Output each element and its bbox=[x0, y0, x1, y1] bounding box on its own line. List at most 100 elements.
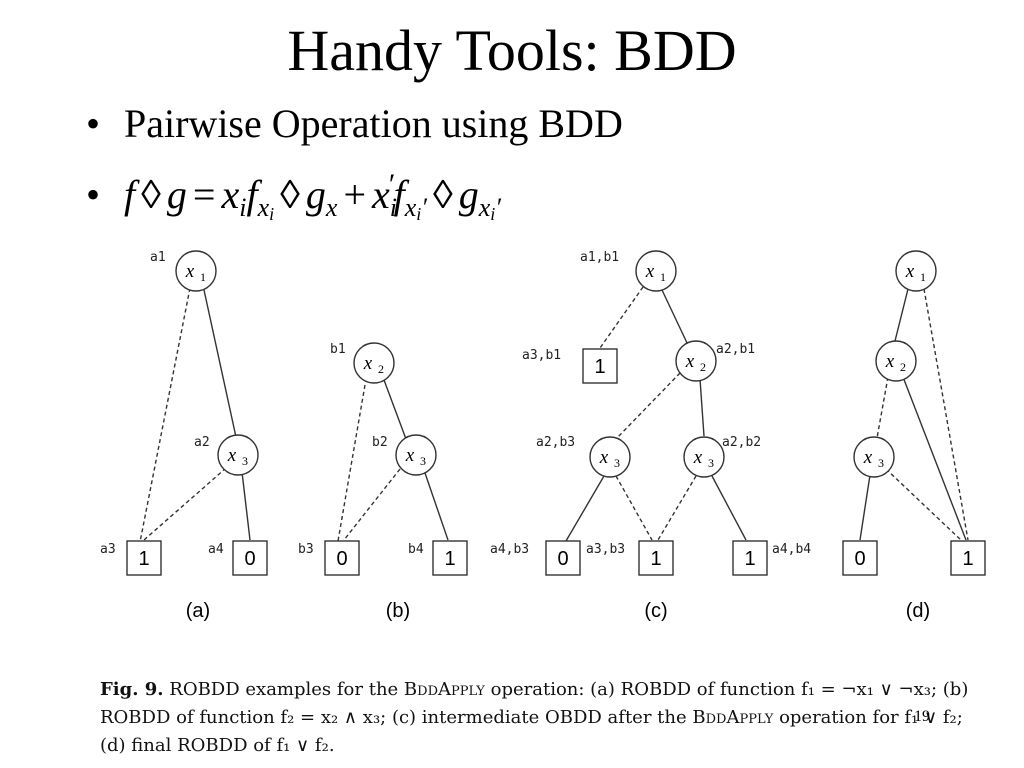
node-annotation: a3,b3 bbox=[586, 542, 625, 557]
edge-solid bbox=[661, 289, 689, 346]
bdd-terminal: 0 bbox=[324, 540, 360, 576]
panel-labels: (a)(b)(c)(d) bbox=[186, 600, 930, 622]
figure-caption: Fig. 9. ROBDD examples for the BddApply … bbox=[100, 676, 980, 760]
node-annotation: b1 bbox=[330, 342, 346, 357]
edge-dashed bbox=[616, 372, 681, 439]
panel-label: (c) bbox=[644, 600, 667, 622]
node-annotation: a2 bbox=[194, 435, 210, 450]
edge-dashed bbox=[876, 376, 889, 439]
figure-number: Fig. 9. bbox=[100, 679, 164, 700]
operation-name: BddApply bbox=[403, 679, 485, 700]
edge-solid bbox=[859, 474, 871, 541]
edge-dashed bbox=[599, 286, 644, 349]
edge-solid bbox=[711, 475, 747, 541]
node-circle bbox=[635, 250, 677, 292]
caption-text: ROBDD examples for the bbox=[169, 679, 399, 700]
terminal-box bbox=[842, 540, 878, 576]
bdd-terminal: 1 bbox=[950, 540, 986, 576]
node-subscript: 2 bbox=[700, 360, 706, 374]
edge-dashed bbox=[343, 468, 401, 541]
node-annotation: b3 bbox=[298, 542, 314, 557]
edge-dashed bbox=[657, 475, 697, 541]
edge-solid bbox=[699, 378, 705, 437]
bdd-terminal: 1 bbox=[732, 540, 768, 576]
node-variable: x bbox=[693, 447, 703, 468]
bdd-terminal: 1 bbox=[432, 540, 468, 576]
panel-label: (a) bbox=[186, 600, 210, 622]
node-annotation: a2,b1 bbox=[716, 342, 755, 357]
node-variable: x bbox=[645, 261, 655, 282]
terminal-box bbox=[432, 540, 468, 576]
terminal-box bbox=[950, 540, 986, 576]
page-number: 19 bbox=[914, 708, 930, 725]
node-circle bbox=[675, 340, 717, 382]
node-subscript: 3 bbox=[242, 454, 248, 468]
node-variable: x bbox=[905, 261, 915, 282]
node-subscript: 2 bbox=[900, 360, 906, 374]
bdd-terminal: 0 bbox=[232, 540, 268, 576]
node-annotation: a1,b1 bbox=[580, 250, 619, 265]
node-annotation: a2,b3 bbox=[536, 435, 575, 450]
node-circle bbox=[217, 434, 259, 476]
node-subscript: 1 bbox=[920, 270, 926, 284]
node-variable: x bbox=[185, 261, 195, 282]
node-variable: x bbox=[685, 351, 695, 372]
edge-solid bbox=[894, 288, 909, 342]
terminal-box bbox=[126, 540, 162, 576]
bullet-text: Pairwise Operation using BDD bbox=[124, 101, 623, 146]
edge-dashed bbox=[923, 288, 969, 541]
terminal-value: 0 bbox=[557, 548, 568, 570]
node-circle bbox=[895, 250, 937, 292]
terminal-value: 1 bbox=[138, 548, 149, 570]
terminal-box bbox=[582, 348, 618, 384]
node-circle bbox=[853, 436, 895, 478]
terminal-value: 1 bbox=[650, 548, 661, 570]
terminal-value: 1 bbox=[594, 356, 605, 378]
bdd-terminal: 1 bbox=[582, 348, 618, 384]
bdd-terminals: 1 0 0 1 1 0 1 1 0 1 bbox=[126, 348, 986, 576]
node-annotation: a3 bbox=[100, 542, 116, 557]
edge-solid bbox=[241, 471, 251, 541]
node-variable: x bbox=[863, 447, 873, 468]
node-annotation: b4 bbox=[408, 542, 424, 557]
edge-solid bbox=[383, 379, 407, 440]
caption-text: operation: (a) ROBDD of function f₁ = ¬x… bbox=[100, 679, 969, 728]
node-subscript: 3 bbox=[614, 456, 620, 470]
slide-title: Handy Tools: BDD bbox=[287, 18, 737, 83]
node-circle bbox=[589, 436, 631, 478]
node-annotation: a2,b2 bbox=[722, 435, 761, 450]
terminal-box bbox=[638, 540, 674, 576]
edge-dashed bbox=[337, 384, 366, 542]
node-subscript: 1 bbox=[200, 270, 206, 284]
terminal-value: 1 bbox=[444, 548, 455, 570]
node-variable: x bbox=[885, 351, 895, 372]
terminal-box bbox=[545, 540, 581, 576]
node-circle bbox=[353, 342, 395, 384]
node-circle bbox=[175, 250, 217, 292]
bdd-terminal: 0 bbox=[842, 540, 878, 576]
node-circle bbox=[875, 340, 917, 382]
bullet-dot: • bbox=[86, 101, 101, 146]
node-subscript: 2 bbox=[378, 362, 384, 376]
node-circle bbox=[395, 434, 437, 476]
terminal-box bbox=[732, 540, 768, 576]
panel-label: (d) bbox=[906, 600, 930, 622]
node-annotation: b2 bbox=[372, 435, 388, 450]
node-variable: x bbox=[227, 445, 237, 466]
node-subscript: 3 bbox=[420, 454, 426, 468]
edge-dashed bbox=[885, 468, 963, 542]
formula-bullet: •f◊g=xifxi◊gx+xi′fxi′◊gxi′ bbox=[86, 170, 501, 224]
node-subscript: 3 bbox=[708, 456, 714, 470]
node-annotation: a3,b1 bbox=[522, 348, 561, 363]
terminal-box bbox=[324, 540, 360, 576]
